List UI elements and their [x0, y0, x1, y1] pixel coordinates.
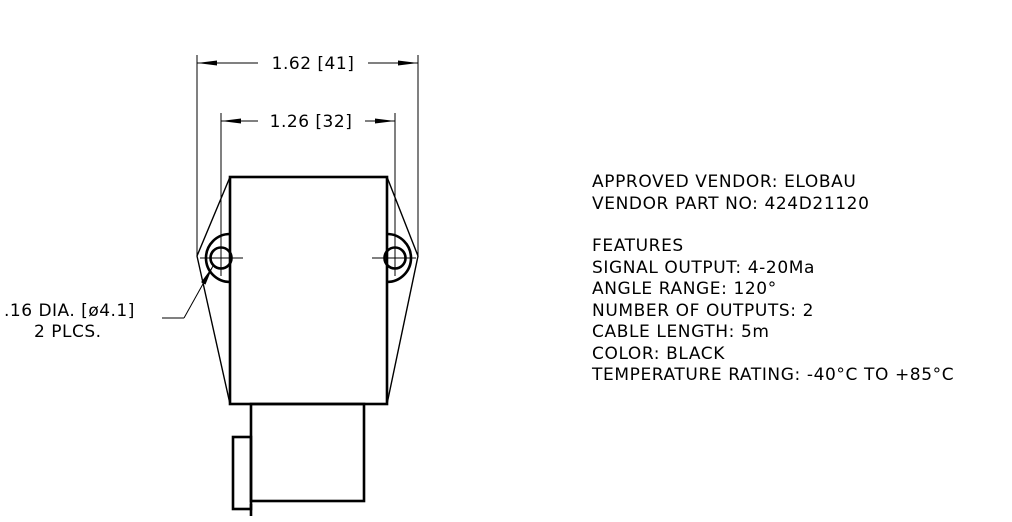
vendor-part-number: VENDOR PART NO: 424D21120 — [592, 193, 870, 214]
approved-vendor: APPROVED VENDOR: ELOBAU — [592, 172, 857, 192]
notes-spacer — [592, 215, 954, 236]
dimension-hole-spacing: 1.26 [32] — [221, 112, 395, 132]
dimension-overall-width-label: 1.62 [41] — [272, 54, 355, 74]
hole-callout-leader — [162, 265, 214, 319]
hole-callout-qty: 2 PLCS. — [34, 322, 102, 342]
features-heading: FEATURES — [592, 236, 684, 256]
specification-notes: APPROVED VENDOR: ELOBAU VENDOR PART NO: … — [592, 172, 954, 387]
sensor-body — [228, 175, 389, 406]
connector-tab — [231, 435, 253, 511]
feature-color: COLOR: BLACK — [592, 343, 725, 364]
mounting-flange-outline — [196, 176, 419, 405]
feature-angle-range: ANGLE RANGE: 120° — [592, 279, 777, 299]
feature-cable-length: CABLE LENGTH: 5m — [592, 322, 770, 342]
feature-signal-output: SIGNAL OUTPUT: 4-20Ma — [592, 257, 816, 278]
hole-callout-size: .16 DIA. [ø4.1] — [4, 301, 135, 321]
feature-temperature-rating: TEMPERATURE RATING: -40°C TO +85°C — [592, 365, 955, 385]
cable-housing — [249, 402, 366, 503]
feature-number-of-outputs: NUMBER OF OUTPUTS: 2 — [592, 300, 815, 321]
dimension-hole-spacing-label: 1.26 [32] — [270, 112, 353, 132]
dimension-overall-width: 1.62 [41] — [197, 54, 418, 74]
